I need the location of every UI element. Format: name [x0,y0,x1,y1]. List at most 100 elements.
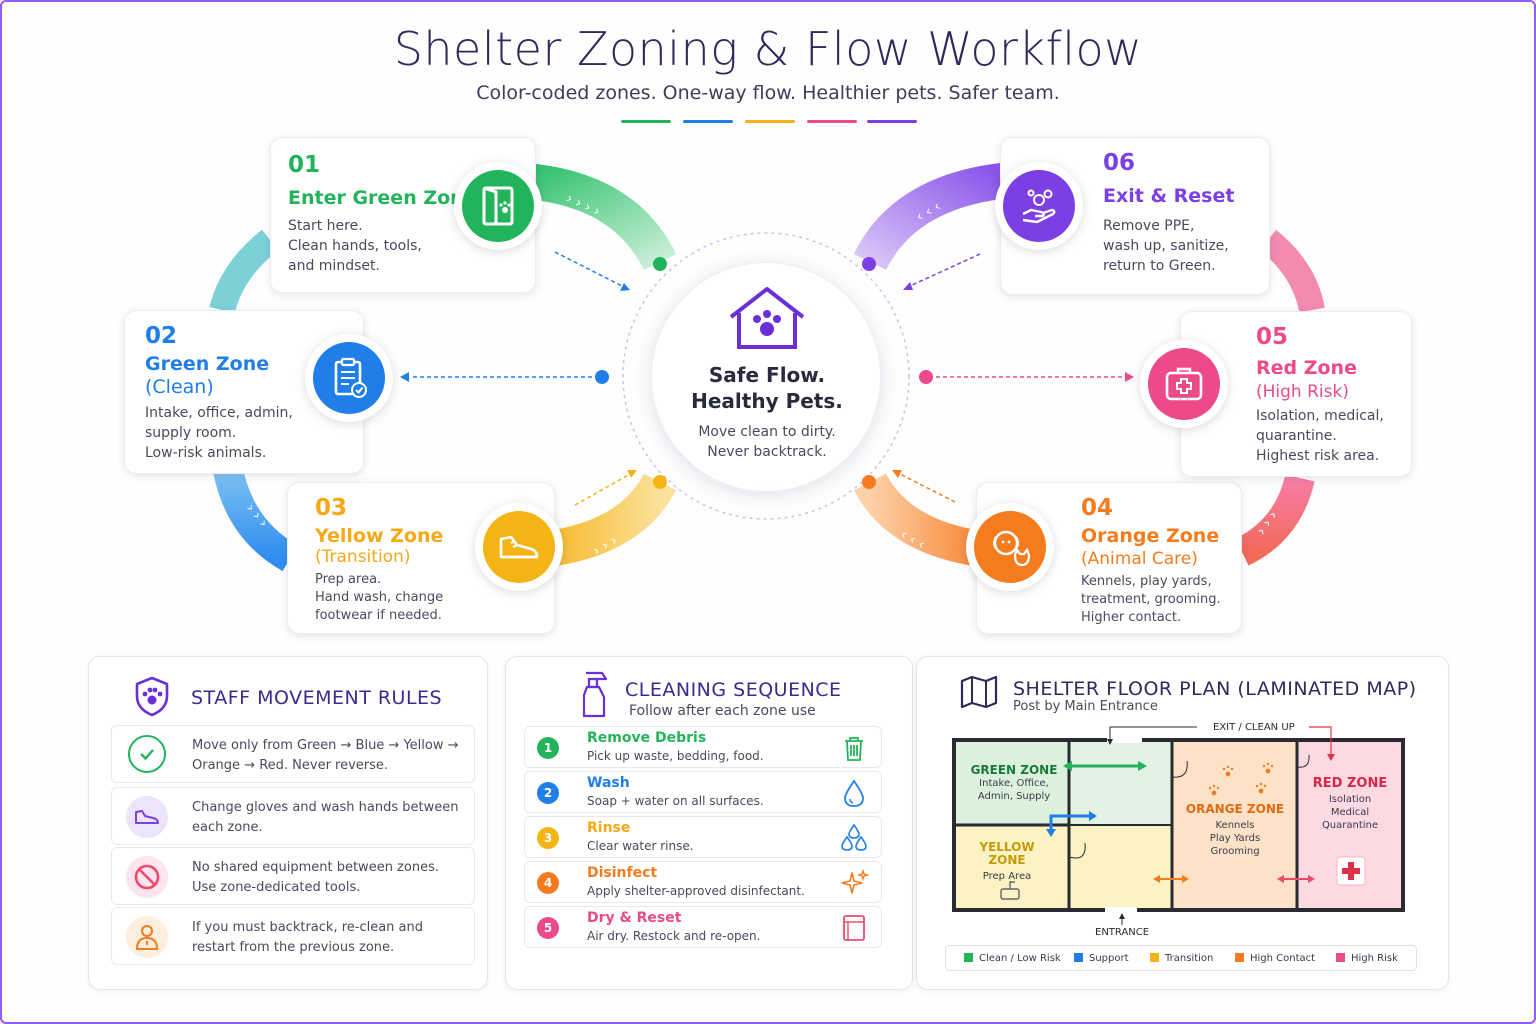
arc-green-outer [209,229,279,314]
step-title: Rinse [587,820,631,836]
cleaning-step: 2 Wash Soap + water on all surfaces. [524,771,882,813]
step-06-icon [995,162,1083,250]
step-description: Prep area. Hand wash, change footwear if… [315,572,444,623]
step-title: Dry & Reset [587,910,682,926]
trash-icon [845,737,863,761]
step-title: Yellow Zone [315,525,444,547]
zone-line: Isolation [1328,794,1372,805]
connector-green [554,251,627,289]
step-number: 04 [1081,495,1114,521]
center-title-2: Healthy Pets. [691,389,843,413]
medical-kit-icon [1165,367,1203,401]
orbit-dot-green [653,257,667,271]
connector-purple [909,253,981,287]
legend-label: Support [1089,953,1129,964]
step-description: Apply shelter-approved disinfectant. [587,884,805,898]
zone-line: Grooming [1210,846,1260,857]
zone-title: YELLOW ZONE [979,840,1035,867]
orbit-dot-orange [862,475,876,489]
center-hub: Safe Flow. Healthy Pets. Move clean to d… [651,262,881,492]
step-title: Wash [587,775,630,791]
floor-plan-map [952,726,1405,925]
step-subtitle: (Transition) [315,547,411,567]
zone-title: RED ZONE [1312,776,1388,791]
step-05-icon [1140,340,1228,428]
legend-item: High Contact [1235,953,1315,964]
sparkle-icon [841,868,869,894]
floor-plan-panel: SHELTER FLOOR PLAN (LAMINATED MAP) Post … [916,656,1449,990]
water-drop-icon [844,779,864,807]
prohibited-icon [126,856,168,898]
connector-orange [897,472,956,503]
title-accent-purple [867,120,917,123]
arc-blue [213,466,298,572]
step-description: Air dry. Restock and re-open. [587,929,761,943]
legend-swatch [964,953,973,962]
title-accent-yellow [745,120,795,123]
legend-label: Transition [1165,953,1214,964]
step-title: Green Zone [145,353,270,375]
connector-yellow [574,472,633,506]
rule-line-2: Use zone-dedicated tools. [192,880,361,895]
rule-item: No shared equipment between zones. Use z… [111,847,475,905]
step-number: 02 [145,323,178,349]
panel-title: STAFF MOVEMENT RULES [191,687,443,709]
legend-swatch [1150,953,1159,962]
panel-subtitle: Follow after each zone use [629,703,816,719]
rule-line-1: Change gloves and wash hands between [192,800,459,815]
legend-label: Clean / Low Risk [979,953,1061,964]
step-number: 05 [1256,324,1289,350]
entrance-label: ENTRANCE [1095,927,1150,938]
staff-rules-panel: STAFF MOVEMENT RULES Move only from Gree… [88,656,488,990]
shoe-icon [499,535,539,559]
door-paw-icon [482,186,514,226]
step-description: Soap + water on all surfaces. [587,794,764,808]
shield-paw-icon [135,676,169,717]
legend-swatch [1336,953,1345,962]
center-title-1: Safe Flow. [708,363,826,387]
center-orbit [622,232,910,520]
step-description: Start here. Clean hands, tools, and mind… [288,218,422,274]
legend-item: High Risk [1336,953,1398,964]
water-drops-icon [841,823,867,851]
step-badge: 2 [537,782,559,804]
legend-item: Support [1074,953,1129,964]
step-description: Intake, office, admin, supply room. Low-… [145,405,293,461]
zone-line: Intake, Office, [979,778,1049,789]
zone-line: Quarantine [1321,820,1379,831]
title-accent-pink [807,120,857,123]
step-badge: 4 [537,872,559,894]
step-title: Exit & Reset [1103,185,1235,207]
orange-zone-label: ORANGE ZONE Kennels Play Yards Grooming [1180,803,1290,858]
step-01-icon [454,162,542,250]
step-title: Enter Green Zone [288,187,477,209]
step-description: Remove PPE, wash up, sanitize, return to… [1103,218,1229,274]
zone-line: Prep Area [982,871,1032,882]
step-03-icon [475,503,563,591]
orbit-dot-purple [862,257,876,271]
rule-line-2: restart from the previous zone. [192,940,395,955]
map-icon [960,675,998,709]
cleaning-step: 4 Disinfect Apply shelter-approved disin… [524,861,882,903]
rule-item: Move only from Green → Blue → Yellow → O… [111,725,475,783]
red-zone-label: RED ZONE Isolation Medical Quarantine [1301,777,1399,832]
legend-item: Transition [1150,953,1213,964]
step-description: Clear water rinse. [587,839,694,853]
legend-label: High Contact [1250,953,1316,964]
yellow-zone-label: YELLOW ZONE Prep Area [963,841,1051,883]
rule-line-2: each zone. [192,820,263,835]
green-zone-label: GREEN ZONE Intake, Office, Admin, Supply [969,764,1059,803]
cleaning-step: 1 Remove Debris Pick up waste, bedding, … [524,726,882,768]
clipboard-check-icon [334,357,367,398]
towel-icon [843,915,865,941]
rule-line-1: If you must backtrack, re-clean and [192,920,424,935]
zone-line: Play Yards [1209,833,1261,844]
exit-label: EXIT / CLEAN UP [1213,722,1295,733]
orbit-dot-pink [919,370,933,384]
rule-text: Change gloves and wash hands between eac… [192,798,462,838]
step-02-icon [305,334,393,422]
spray-bottle-icon [582,671,608,718]
panel-title: CLEANING SEQUENCE [625,679,842,701]
map-legend: Clean / Low Risk Support Transition High… [945,945,1417,971]
